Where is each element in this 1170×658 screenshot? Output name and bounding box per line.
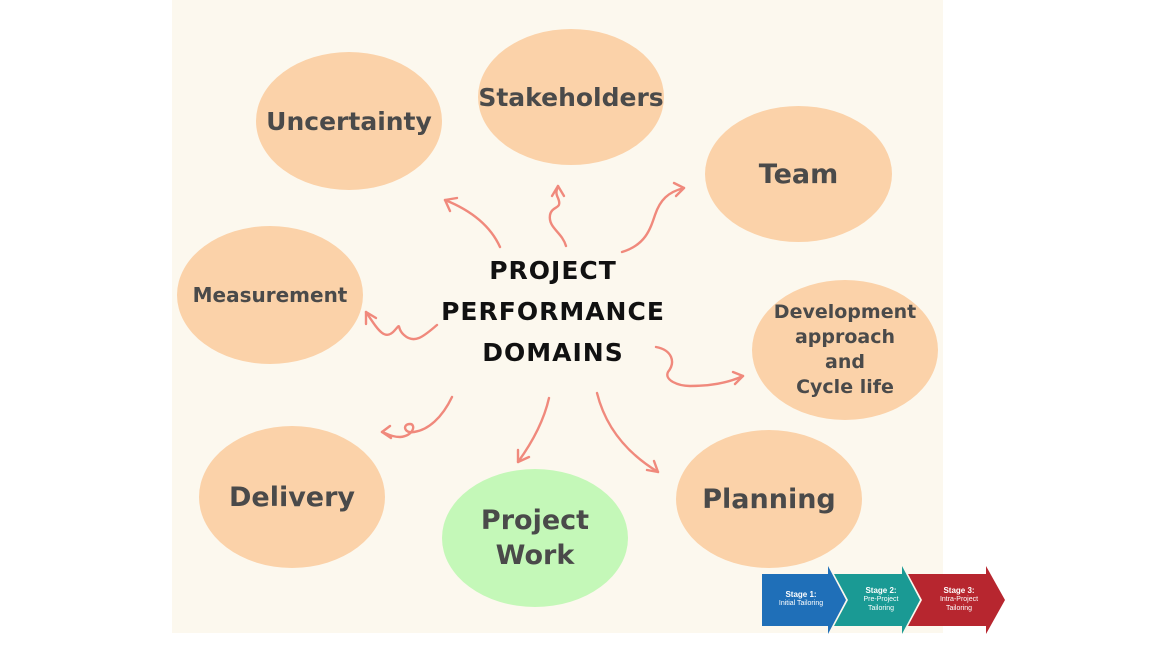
domain-development: Development approach and Cycle life bbox=[752, 280, 938, 420]
domain-planning-label: Planning bbox=[702, 483, 836, 515]
domain-planning: Planning bbox=[676, 430, 862, 568]
stage-1-subtitle: Initial Tailoring bbox=[778, 600, 824, 607]
domain-team-label: Team bbox=[758, 158, 839, 190]
title-line-1: PROJECT bbox=[489, 256, 617, 285]
domain-delivery: Delivery bbox=[199, 426, 385, 568]
stage-3-title: Stage 3: bbox=[943, 586, 975, 595]
domain-delivery-label: Delivery bbox=[228, 481, 356, 513]
domain-development-label: Development approach and Cycle life bbox=[773, 301, 917, 398]
domain-uncertainty-label: Uncertainty bbox=[266, 106, 432, 136]
stage-arrows bbox=[762, 566, 1005, 634]
domain-project-work: Project Work bbox=[442, 469, 628, 607]
domain-measurement-label: Measurement bbox=[192, 283, 348, 307]
stage-3-arrow bbox=[908, 566, 1005, 634]
domain-stakeholders: Stakeholders bbox=[478, 29, 664, 165]
domain-stakeholders-label: Stakeholders bbox=[478, 82, 664, 112]
stage-2-title: Stage 2: bbox=[865, 586, 897, 595]
stage-1-label: Stage 1: Initial Tailoring bbox=[766, 590, 836, 608]
domain-measurement: Measurement bbox=[177, 226, 363, 364]
stage-2-label: Stage 2: Pre-Project Tailoring bbox=[846, 586, 916, 613]
domain-uncertainty: Uncertainty bbox=[256, 52, 442, 190]
stage-3-subtitle: Intra-Project Tailoring bbox=[939, 596, 979, 612]
domain-team: Team bbox=[705, 106, 892, 242]
title-line-2: PERFORMANCE bbox=[441, 297, 665, 326]
title-line-3: DOMAINS bbox=[482, 338, 624, 367]
stage-1-title: Stage 1: bbox=[785, 590, 817, 599]
stage-2-subtitle: Pre-Project Tailoring bbox=[863, 596, 899, 612]
domain-project-work-label: Project Work bbox=[480, 505, 590, 571]
diagram-title: PROJECT PERFORMANCE DOMAINS bbox=[418, 250, 688, 373]
tailoring-stages: Stage 1: Initial Tailoring Stage 2: Pre-… bbox=[762, 566, 1006, 634]
stage-1-arrow bbox=[762, 566, 846, 634]
stage-3-label: Stage 3: Intra-Project Tailoring bbox=[924, 586, 994, 613]
stage-2-arrow bbox=[834, 566, 920, 634]
